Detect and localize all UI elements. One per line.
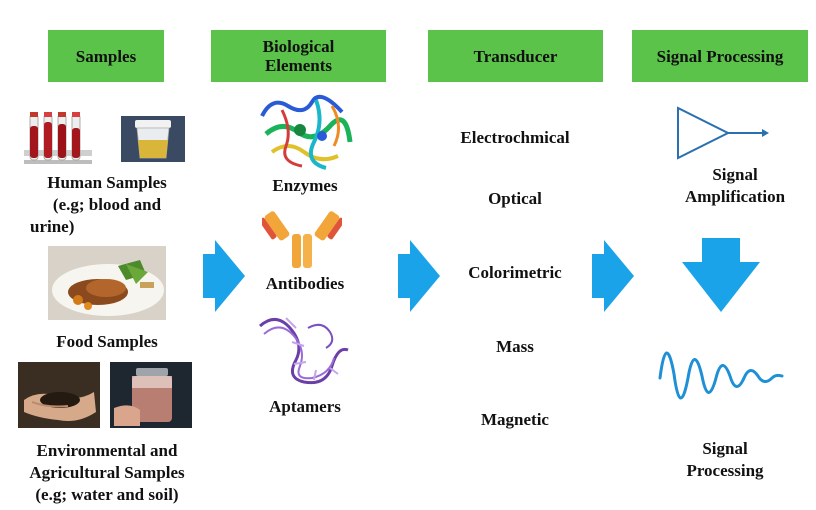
signal-amplification-label: Signal Amplification xyxy=(660,164,810,208)
transducer-magnetic: Magnetic xyxy=(430,409,600,431)
transducer-magnetic-text: Magnetic xyxy=(481,410,549,429)
header-signal-processing-label: Signal Processing xyxy=(656,46,784,66)
header-transducer-label: Transducer xyxy=(473,46,558,66)
signal-amplification-line2: Amplification xyxy=(684,187,786,206)
transducer-mass: Mass xyxy=(430,336,600,358)
antibody-icon xyxy=(262,204,342,270)
transducer-colorimetric: Colorimetric xyxy=(430,262,600,284)
environmental-line3: (e.g; water and soil) xyxy=(35,485,179,504)
antibodies-label: Antibodies xyxy=(248,273,362,295)
down-arrow-icon xyxy=(682,238,760,312)
transducer-colorimetric-text: Colorimetric xyxy=(468,263,562,282)
human-samples-line1: Human Samples xyxy=(47,173,167,192)
blood-tubes-image xyxy=(22,110,94,168)
flow-arrow-2-icon xyxy=(398,240,440,312)
food-samples-text: Food Samples xyxy=(56,332,158,351)
amplifier-symbol-icon xyxy=(674,104,770,162)
transducer-optical-text: Optical xyxy=(488,189,542,208)
damped-wave-icon xyxy=(656,330,786,420)
environmental-samples-label: Environmental and Agricultural Samples (… xyxy=(14,440,200,506)
signal-processing-line1: Signal xyxy=(702,439,748,458)
human-samples-line2: (e.g; blood and xyxy=(52,195,162,214)
transducer-optical: Optical xyxy=(430,188,600,210)
human-samples-label: Human Samples (e.g; blood and urine) xyxy=(22,172,192,238)
aptamers-label: Aptamers xyxy=(250,396,360,418)
aptamers-text: Aptamers xyxy=(269,397,341,416)
transducer-mass-text: Mass xyxy=(496,337,534,356)
transducer-electrochemical: Electrochmical xyxy=(430,127,600,149)
enzyme-protein-image xyxy=(252,86,360,174)
flow-arrow-1-icon xyxy=(203,240,245,312)
environmental-line2: Agricultural Samples xyxy=(29,463,185,482)
transducer-electrochemical-text: Electrochmical xyxy=(460,128,570,147)
flow-arrow-3-icon xyxy=(592,240,634,312)
urine-cup-image xyxy=(121,116,185,162)
header-biological-line1: Biological xyxy=(262,37,335,56)
signal-processing-line2: Processing xyxy=(686,461,764,480)
enzymes-label: Enzymes xyxy=(250,175,360,197)
soil-hands-image xyxy=(18,362,100,428)
header-samples-label: Samples xyxy=(75,46,137,66)
environmental-line1: Environmental and xyxy=(36,441,178,460)
food-samples-label: Food Samples xyxy=(22,331,192,353)
signal-amplification-line1: Signal xyxy=(712,165,758,184)
water-jar-image xyxy=(110,362,192,428)
header-signal-processing: Signal Processing xyxy=(632,30,808,82)
antibodies-text: Antibodies xyxy=(265,274,345,293)
signal-processing-label: Signal Processing xyxy=(660,438,790,482)
enzymes-text: Enzymes xyxy=(272,176,338,195)
header-samples: Samples xyxy=(48,30,164,82)
header-transducer: Transducer xyxy=(428,30,603,82)
header-biological-elements: Biological Elements xyxy=(211,30,386,82)
food-plate-image xyxy=(48,246,166,320)
human-samples-line3: urine) xyxy=(30,217,75,236)
header-biological-line2: Elements xyxy=(264,56,333,75)
aptamer-structure-image xyxy=(256,308,352,392)
